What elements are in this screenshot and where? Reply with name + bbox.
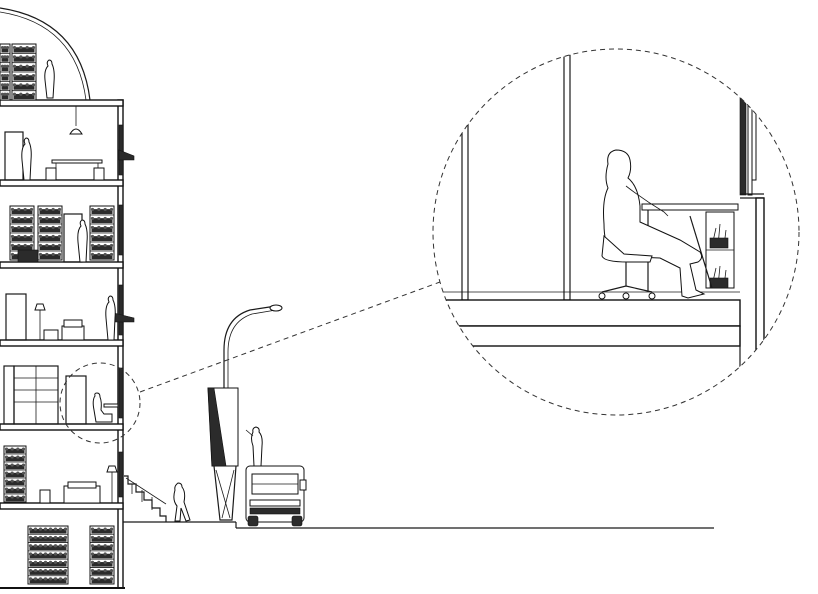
detail-person-arm [625,185,669,217]
door-floor5 [4,131,24,181]
kiosk-tower-shade [207,387,227,467]
detail-office-chair-seat [601,234,653,263]
floor-lamp-icon-1 [106,465,118,473]
rooftop-greenhouse-arc-inner [0,11,87,101]
door-floor2 [65,375,87,425]
desk-floor2 [103,403,119,408]
building-interiors [3,59,119,504]
pendant-lamp-icon [69,128,83,135]
person-on-truck [251,426,263,467]
rack-floor4-3 [89,205,115,261]
roof-slab [0,99,124,107]
rack-floor1-1 [3,445,27,503]
chair-left [45,167,57,181]
person-walking-street [173,482,191,522]
floor-slab-4 [0,261,124,269]
enlarged-detail-view [433,49,765,370]
person-seated-floor2 [92,392,113,423]
floor-lamp-icon [34,303,46,311]
rack-roof-1 [0,43,11,101]
building-section [0,7,135,589]
rooftop-greenhouse-arc [0,7,91,101]
rack-roof-2 [11,43,37,101]
facade-balconies [109,124,135,498]
detail-office-chair-base [601,285,653,293]
detail-desk-top [641,203,739,211]
floor-slab-5 [0,179,124,187]
callout-leader-line [139,281,441,393]
detail-floor-slab [433,299,741,327]
delivery-truck-icon [245,465,307,527]
floor-slab-3 [0,339,124,347]
chair-right [93,167,105,181]
detail-callout [59,281,441,444]
detail-exterior-wall [755,197,765,369]
detail-wall-left [461,49,469,301]
armchair [61,325,85,341]
sofa [63,485,101,504]
person-rooftop [44,59,55,99]
wall-panel-floor2 [3,365,15,425]
exterior-stairs [124,475,167,522]
detail-column [563,49,571,301]
planter-stool [39,489,51,504]
callout-source-circle [59,362,141,444]
person-floor5 [21,137,32,181]
side-table [43,329,59,341]
detail-ceiling-below [433,325,741,347]
rack-floor4-2 [37,205,63,261]
detail-seated-person [603,149,706,299]
rack-basement-1 [27,525,69,585]
door-floor3 [5,293,27,341]
floor-slab-1 [0,502,124,510]
detail-facade-window [739,94,747,196]
street-lamp-head-icon [269,304,283,312]
detail-desk-leg [689,215,713,289]
street-lamp-pole [223,305,277,388]
stair-handrail [125,477,167,505]
callout-detail-circle [432,48,800,416]
kiosk-tower-base [213,465,237,521]
floor-slab-2 [0,423,124,431]
dining-table [51,159,103,164]
rack-basement-2 [89,525,115,585]
planter-box [17,249,39,263]
person-floor4 [77,219,88,263]
person-floor3-balcony [105,295,116,341]
street-scene [123,304,714,529]
